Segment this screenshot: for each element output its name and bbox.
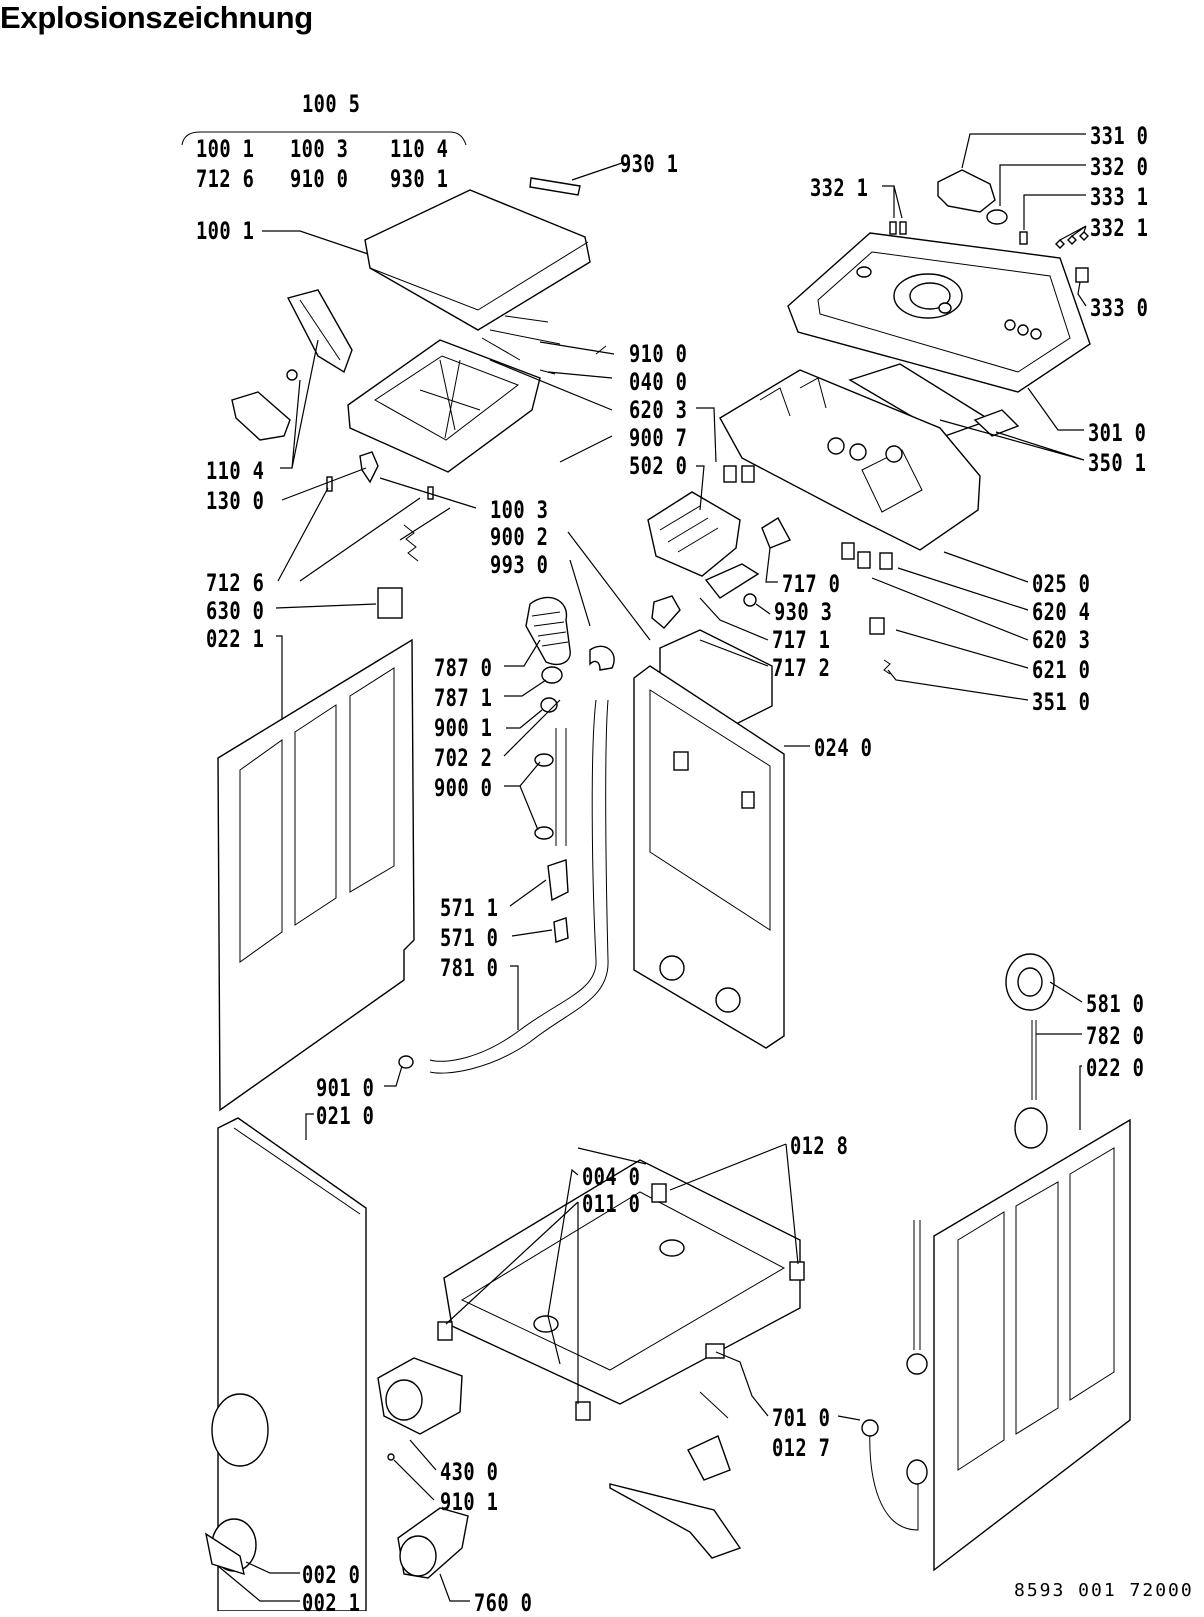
filter-door-part xyxy=(204,1518,257,1576)
part-label: 630 0 xyxy=(206,597,265,625)
part-label: 021 0 xyxy=(316,1102,375,1130)
part-label: 787 0 xyxy=(434,654,493,682)
damper-part xyxy=(861,1220,928,1531)
part-label: 571 0 xyxy=(440,924,499,952)
control-panel-part xyxy=(787,232,1091,393)
part-label: 620 3 xyxy=(1032,626,1091,654)
part-label: 910 0 xyxy=(290,165,349,193)
part-label: 100 5 xyxy=(302,90,361,118)
part-label: 024 0 xyxy=(814,734,873,762)
part-label: 332 1 xyxy=(1090,214,1149,242)
front-panel-part xyxy=(211,1117,367,1611)
part-label: 581 0 xyxy=(1086,990,1145,1018)
part-label: 333 0 xyxy=(1090,294,1149,322)
part-label: 930 1 xyxy=(620,150,679,178)
rear-panel-part xyxy=(633,665,785,1049)
gasket-part xyxy=(377,587,403,619)
part-label: 701 0 xyxy=(772,1404,831,1432)
part-label: 040 0 xyxy=(629,368,688,396)
part-label: 332 0 xyxy=(1090,153,1149,181)
knob-part xyxy=(889,169,1089,283)
part-label: 004 0 xyxy=(582,1163,641,1191)
part-label: 022 0 xyxy=(1086,1054,1145,1082)
electronic-board-part xyxy=(719,369,981,551)
part-label: 901 0 xyxy=(316,1074,375,1102)
part-label: 717 2 xyxy=(772,654,831,682)
group-brace xyxy=(181,131,467,146)
hinge-bar-part xyxy=(286,289,353,374)
part-label: 620 4 xyxy=(1032,598,1091,626)
part-label: 900 0 xyxy=(434,774,493,802)
hose-part xyxy=(429,645,615,1074)
part-label: 332 1 xyxy=(810,174,869,202)
part-label: 900 7 xyxy=(629,424,688,452)
part-label: 717 1 xyxy=(772,626,831,654)
sensor-part xyxy=(609,1343,742,1559)
part-label: 621 0 xyxy=(1032,656,1091,684)
part-label: 022 1 xyxy=(206,625,265,653)
right-side-panel-part xyxy=(933,1118,1131,1572)
foot-part xyxy=(437,1183,805,1421)
part-label: 331 0 xyxy=(1090,122,1149,150)
part-label: 130 0 xyxy=(206,487,265,515)
pump-part xyxy=(377,1357,469,1579)
part-label: 781 0 xyxy=(440,954,499,982)
pulley-part xyxy=(1005,953,1055,1149)
part-label: 930 3 xyxy=(774,598,833,626)
part-label: 760 0 xyxy=(474,1589,533,1617)
part-label: 012 8 xyxy=(790,1132,849,1160)
part-label: 333 1 xyxy=(1090,183,1149,211)
bellows-hose-part xyxy=(525,596,571,713)
part-label: 025 0 xyxy=(1032,570,1091,598)
small-pins-part xyxy=(481,315,607,375)
leader-lines xyxy=(217,133,1087,1602)
part-label: 702 2 xyxy=(434,744,493,772)
part-label: 910 1 xyxy=(440,1488,499,1516)
part-label: 100 3 xyxy=(290,135,349,163)
part-label: 717 0 xyxy=(782,570,841,598)
part-label: 350 1 xyxy=(1088,449,1147,477)
lid-part xyxy=(364,189,591,331)
connector-part xyxy=(723,465,893,675)
pressure-switch-part xyxy=(398,859,569,1069)
part-label: 712 6 xyxy=(196,165,255,193)
part-label: 620 3 xyxy=(629,396,688,424)
part-label: 110 4 xyxy=(390,135,449,163)
part-label: 930 1 xyxy=(390,165,449,193)
part-label: 782 0 xyxy=(1086,1022,1145,1050)
lid-strip-part xyxy=(529,177,581,196)
document-number: 8593 001 72000 xyxy=(1014,1580,1194,1601)
lid-frame-part xyxy=(347,339,541,473)
part-label: 110 4 xyxy=(206,457,265,485)
part-label: 900 1 xyxy=(434,714,493,742)
part-label: 787 1 xyxy=(434,684,493,712)
part-label: 502 0 xyxy=(629,452,688,480)
part-label: 100 1 xyxy=(196,217,255,245)
latch-part xyxy=(231,391,291,441)
part-label: 712 6 xyxy=(206,569,265,597)
part-label: 100 3 xyxy=(490,496,549,524)
holder-part xyxy=(651,517,791,629)
module-part xyxy=(647,491,741,577)
part-label: 301 0 xyxy=(1088,419,1147,447)
page-title: Explosionszeichnung xyxy=(0,0,313,35)
part-label: 002 0 xyxy=(302,1561,361,1589)
part-label: 430 0 xyxy=(440,1458,499,1486)
left-side-panel-part xyxy=(217,638,415,1112)
part-label: 100 1 xyxy=(196,135,255,163)
part-label: 351 0 xyxy=(1032,688,1091,716)
part-label: 910 0 xyxy=(629,340,688,368)
part-label: 012 7 xyxy=(772,1434,831,1462)
part-label: 900 2 xyxy=(490,523,549,551)
part-label: 571 1 xyxy=(440,894,499,922)
part-label: 002 1 xyxy=(302,1589,361,1617)
part-label: 993 0 xyxy=(490,551,549,579)
part-label: 011 0 xyxy=(582,1190,641,1218)
